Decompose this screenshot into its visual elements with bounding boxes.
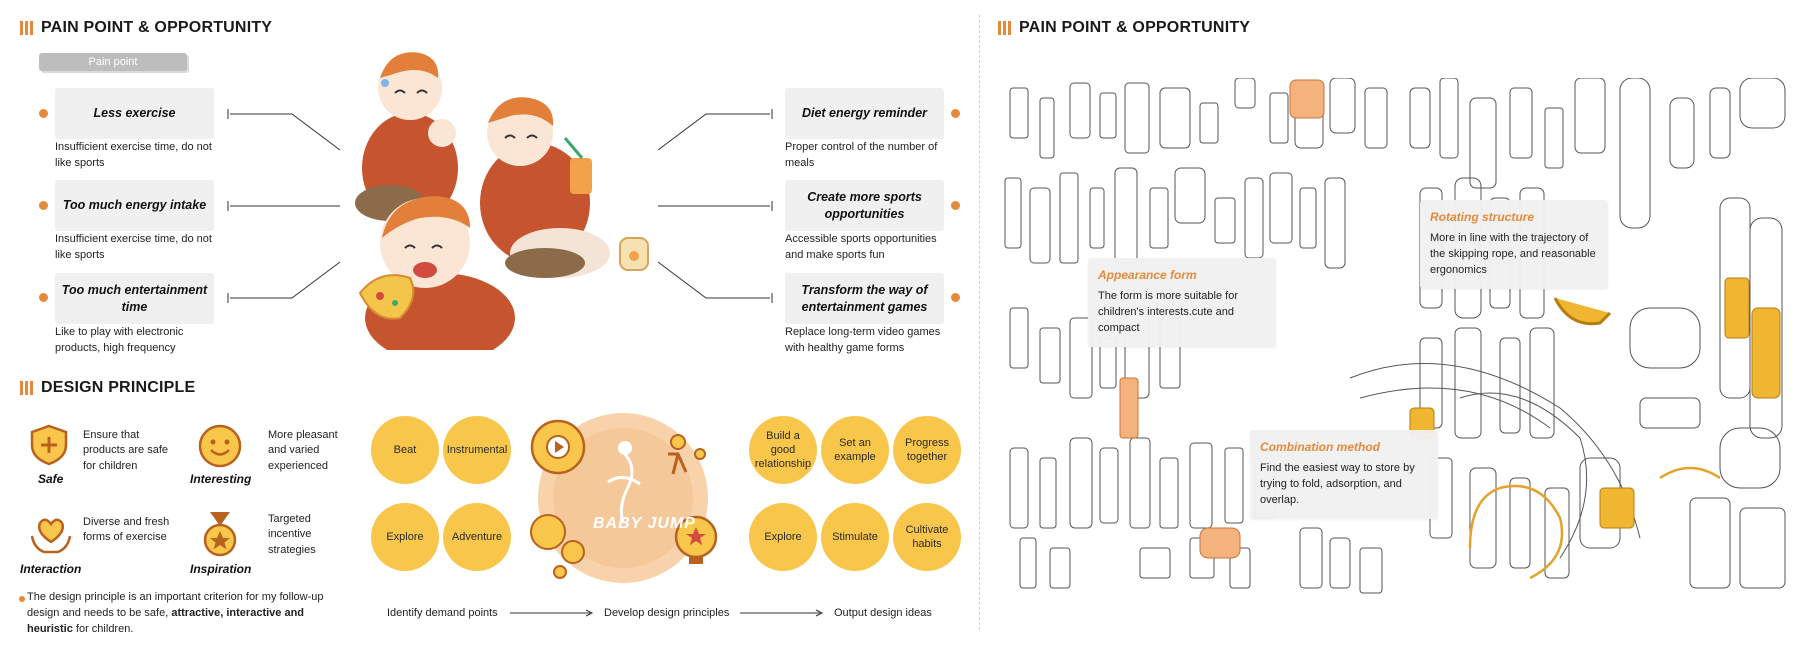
circle-progress-together: Progress together bbox=[893, 416, 961, 484]
pain-desc-1: Insufficient exercise time, do not like … bbox=[55, 141, 212, 169]
vertical-divider bbox=[979, 15, 980, 630]
pain-dot-2 bbox=[39, 201, 48, 210]
flow-arrow-2 bbox=[740, 609, 824, 617]
pain-point-pill: Pain point bbox=[39, 53, 187, 71]
design-principle-note: The design principle is an important cri… bbox=[27, 591, 324, 635]
principle-text-inspiration: Targeted incentive strategies bbox=[268, 513, 316, 556]
title-bars-icon bbox=[20, 381, 33, 395]
smiley-icon bbox=[198, 424, 242, 468]
opp-dot-2 bbox=[951, 201, 960, 210]
circle-cultivate-habits: Cultivate habits bbox=[893, 503, 961, 571]
opp-card-sports: Create more sports opportunities bbox=[785, 180, 944, 231]
opp-dot-1 bbox=[951, 109, 960, 118]
circle-instrumental: Instrumental bbox=[443, 416, 511, 484]
flow-arrow-1 bbox=[510, 609, 594, 617]
principle-text-interesting: More pleasant and varied experienced bbox=[268, 429, 338, 472]
baby-jump-logo-graphic bbox=[530, 413, 718, 583]
opp-dot-3 bbox=[951, 293, 960, 302]
callout-appearance-form: Appearance form The form is more suitabl… bbox=[1088, 258, 1276, 347]
children-illustration bbox=[355, 52, 649, 350]
section-title-pain-point-right: PAIN POINT & OPPORTUNITY bbox=[998, 19, 1250, 37]
opp-desc-3: Replace long-term video games with healt… bbox=[785, 326, 941, 354]
heart-hands-icon bbox=[30, 518, 72, 554]
principle-label-interaction: Interaction bbox=[20, 562, 82, 576]
opp-card-entertainment: Transform the way of entertainment games bbox=[785, 273, 944, 324]
pain-desc-2: Insufficient exercise time, do not like … bbox=[55, 233, 212, 261]
circle-adventure: Adventure bbox=[443, 503, 511, 571]
circle-explore-2: Explore bbox=[749, 503, 817, 571]
pain-dot-3 bbox=[39, 293, 48, 302]
circle-beat: Beat bbox=[371, 416, 439, 484]
principle-label-safe: Safe bbox=[38, 472, 64, 486]
pain-card-less-exercise: Less exercise bbox=[55, 88, 214, 139]
bottle-sketches bbox=[1004, 78, 1786, 594]
circle-stimulate: Stimulate bbox=[821, 503, 889, 571]
principle-label-inspiration: Inspiration bbox=[190, 562, 252, 576]
principle-text-safe: Ensure that products are safe for childr… bbox=[83, 429, 168, 472]
flow-step-1: Identify demand points bbox=[387, 607, 498, 619]
circle-set-example: Set an example bbox=[821, 416, 889, 484]
opp-desc-2: Accessible sports opportunities and make… bbox=[785, 233, 937, 261]
pain-card-energy-intake: Too much energy intake bbox=[55, 180, 214, 231]
opp-card-diet-reminder: Diet energy reminder bbox=[785, 88, 944, 139]
title-bars-icon bbox=[20, 21, 33, 35]
note-dot bbox=[19, 596, 25, 602]
section-title-design-principle: DESIGN PRINCIPLE bbox=[20, 379, 195, 397]
connector-lines bbox=[227, 109, 773, 303]
shield-icon bbox=[30, 424, 68, 466]
opp-desc-1: Proper control of the number of meals bbox=[785, 141, 938, 169]
title-bars-icon bbox=[998, 21, 1011, 35]
pain-desc-3: Like to play with electronic products, h… bbox=[55, 326, 184, 354]
medal-icon bbox=[203, 512, 237, 557]
section-title-pain-point: PAIN POINT & OPPORTUNITY bbox=[20, 19, 272, 37]
principle-text-interaction: Diverse and fresh forms of exercise bbox=[83, 516, 170, 544]
callout-rotating-structure: Rotating structure More in line with the… bbox=[1420, 200, 1608, 289]
callout-combination-method: Combination method Find the easiest way … bbox=[1250, 430, 1438, 519]
flow-step-3: Output design ideas bbox=[834, 607, 932, 619]
flow-step-2: Develop design principles bbox=[604, 607, 730, 619]
pain-dot-1 bbox=[39, 109, 48, 118]
pain-card-entertainment: Too much entertainment time bbox=[55, 273, 214, 324]
circle-good-relationship: Build a good relationship bbox=[749, 416, 817, 484]
circle-explore: Explore bbox=[371, 503, 439, 571]
principle-label-interesting: Interesting bbox=[190, 472, 252, 486]
baby-jump-logo-text: BABY JUMP bbox=[593, 515, 696, 532]
